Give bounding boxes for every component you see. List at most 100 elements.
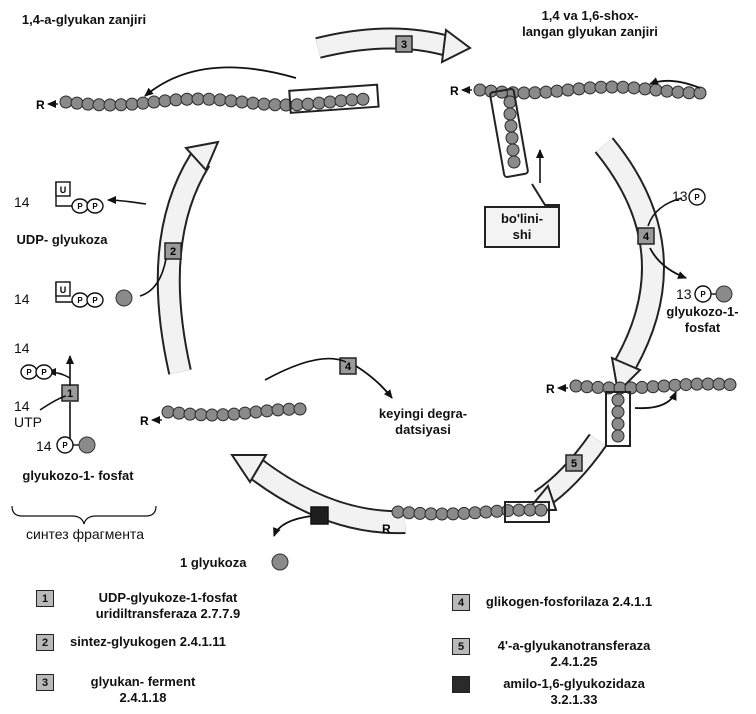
glucose-bead: [524, 504, 536, 516]
legend-item-3: 3 glyukan- ferment 2.4.1.18: [36, 674, 218, 706]
glucose-bead: [313, 97, 325, 109]
svg-text:P: P: [41, 368, 47, 377]
legend-key-1: 1: [36, 590, 54, 607]
glucose-bead: [595, 81, 607, 93]
glucose-bead: [584, 82, 596, 94]
glucose-bead: [540, 86, 552, 98]
branching-callout-pointer: [532, 184, 560, 205]
legend-key-6: [452, 676, 470, 693]
glucose-bead: [628, 82, 640, 94]
svg-text:P: P: [26, 368, 32, 377]
glucose-bead: [639, 83, 651, 95]
label-one-glucose: 1 glyukoza: [180, 555, 246, 571]
arrow-utp-in: [40, 396, 66, 410]
glucose-bead: [636, 381, 648, 393]
glucose-bead: [508, 156, 520, 168]
glucose-bead: [283, 403, 295, 415]
cycle-arc-top: [318, 30, 470, 62]
label-14-udpg: 14: [14, 291, 30, 307]
glucose-bead: [228, 408, 240, 420]
glucose-bead: [148, 96, 160, 108]
legend-item-5: 5 4'-a-glyukanotransferaza 2.4.1.25: [452, 638, 664, 670]
glucose-bead: [302, 98, 314, 110]
r-label: R: [140, 414, 149, 428]
r-label: R: [450, 84, 459, 98]
label-further-degradation: keyingi degra- datsiyasi: [368, 406, 478, 438]
glucose-bead: [713, 378, 725, 390]
glucose-bead: [724, 379, 736, 391]
glucose-bead: [650, 84, 662, 96]
glucose-bead: [425, 508, 437, 520]
svg-text:4: 4: [643, 231, 650, 243]
glucose-bead: [562, 84, 574, 96]
glucan-chain-top: [60, 93, 369, 111]
glucose-bead: [694, 87, 706, 99]
glucose-bead: [137, 97, 149, 109]
glucose-bead: [647, 381, 659, 393]
legend-text-5: 4'-a-glyukanotransferaza 2.4.1.25: [484, 638, 664, 670]
pyrophosphate-icon: P P: [21, 365, 52, 379]
legend-key-3: 3: [36, 674, 54, 691]
glucose-bead: [203, 93, 215, 105]
glucose-bead: [506, 132, 518, 144]
label-glucose-1p-right: glyukozo-1- fosfat: [650, 304, 755, 336]
glucose-bead: [403, 507, 415, 519]
glucose-bead: [258, 98, 270, 110]
glucose-bead: [535, 504, 547, 516]
svg-text:U: U: [60, 285, 67, 295]
glucose-bead: [250, 406, 262, 418]
glucose-bead: [606, 81, 618, 93]
glucan-branch-right: [612, 394, 624, 442]
glucose-bead: [239, 407, 251, 419]
legend-text-1: UDP-glyukoze-1-fosfat uridiltransferaza …: [68, 590, 268, 622]
glucose-bead: [518, 87, 530, 99]
glucose-bead: [181, 93, 193, 105]
glucose-bead: [324, 96, 336, 108]
glucose-bead: [192, 93, 204, 105]
glucose-bead: [357, 93, 369, 105]
label-14-utp: 14: [14, 398, 30, 414]
glucose-bead: [505, 120, 517, 132]
glucose-bead: [236, 96, 248, 108]
glucose-bead: [414, 507, 426, 519]
glucose-bead: [617, 81, 629, 93]
glucose-bead: [195, 409, 207, 421]
glucose-bead: [612, 406, 624, 418]
glucose-bead: [491, 505, 503, 517]
glucose-bead: [71, 97, 83, 109]
glucan-branch: [504, 96, 520, 168]
glucose-1-phosphate-left-icon: P: [57, 437, 95, 453]
glucose-bead: [60, 96, 72, 108]
legend-key-5: 5: [452, 638, 470, 655]
svg-text:P: P: [62, 441, 68, 450]
glucose-bead: [436, 508, 448, 520]
svg-text:P: P: [700, 290, 706, 299]
glucan-chain-right: [570, 378, 736, 394]
enzyme-box-3: 3: [396, 36, 412, 52]
r-label: R: [382, 522, 391, 536]
arrow-degradation-line: [265, 359, 346, 380]
legend-text-6: amilo-1,6-glyukozidaza 3.2.1.33: [484, 676, 664, 708]
glucose-bead: [294, 403, 306, 415]
enzyme-box-2: 2: [165, 243, 181, 259]
udp-molecule-icon: U P P: [56, 182, 103, 213]
svg-text:P: P: [77, 296, 83, 305]
glucose-bead: [247, 97, 259, 109]
enzyme-box-6: [311, 507, 328, 524]
svg-text:P: P: [694, 193, 700, 202]
glucose-bead: [658, 380, 670, 392]
glucose-bead: [335, 95, 347, 107]
label-synthesis-fragment: синтез фрагмента: [20, 526, 150, 543]
glucose-bead: [269, 99, 281, 111]
r-label: R: [546, 382, 555, 396]
glucose-bead: [480, 506, 492, 518]
glucose-bead: [458, 507, 470, 519]
glucose-bead: [672, 86, 684, 98]
legend-item-4: 4 glikogen-fosforilaza 2.4.1.1: [452, 594, 654, 611]
label-branched-chain: 1,4 va 1,6-shox- langan glyukan zanjiri: [520, 8, 660, 40]
glucose-bead: [82, 98, 94, 110]
arrow-to-chain: [145, 67, 296, 96]
glucose-bead: [669, 379, 681, 391]
glucose-bead: [272, 404, 284, 416]
glucose-bead: [447, 508, 459, 520]
